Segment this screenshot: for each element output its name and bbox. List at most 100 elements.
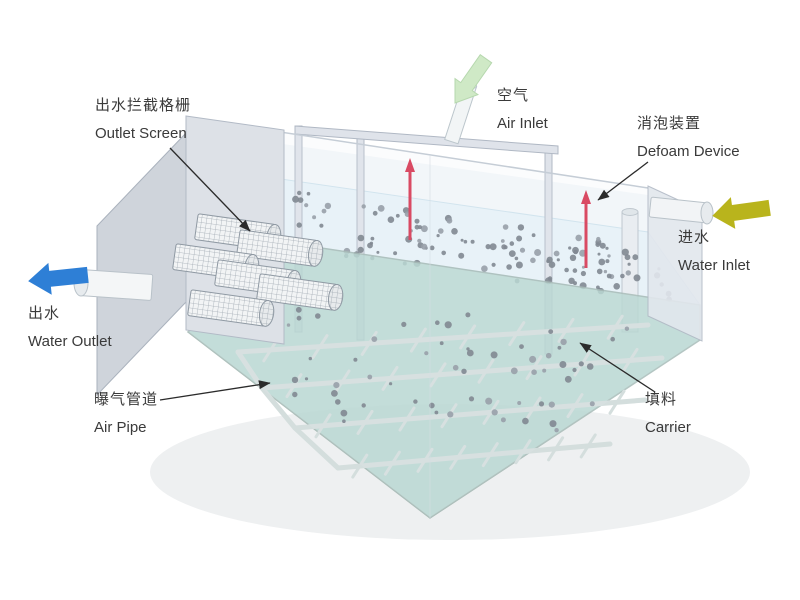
label-air-inlet: 空气 Air Inlet (497, 84, 548, 132)
label-defoam-device-en: Defoam Device (637, 143, 740, 160)
air-pipe-branch (360, 330, 378, 356)
air-pipe-branch (621, 347, 639, 373)
carrier-dot (575, 234, 582, 242)
carrier-dot (573, 281, 577, 286)
carrier-dot (605, 246, 609, 250)
carrier-dot (292, 391, 298, 398)
carrier-dot (460, 238, 464, 242)
air-pipe-branch (566, 393, 584, 419)
label-air-pipe: 曝气管道 Air Pipe (94, 388, 158, 436)
carrier-dot (421, 243, 428, 250)
screen-cylinder (187, 289, 275, 327)
carrier-dot (371, 336, 378, 342)
air-pipe-main (335, 441, 613, 471)
carrier-dot (596, 285, 600, 290)
air-pipe-branch (314, 413, 332, 439)
outlet-screens (172, 213, 344, 327)
carrier-dot (319, 223, 324, 228)
carrier-dot (627, 262, 631, 266)
air-pipe-branch (514, 439, 532, 465)
carrier-dot (491, 409, 498, 416)
carrier-dot (529, 355, 537, 363)
label-water-outlet-en: Water Outlet (28, 333, 112, 350)
carrier-dot (534, 249, 542, 256)
label-air-pipe-zh: 曝气管道 (94, 391, 159, 408)
defoam-arrow-head (581, 190, 591, 204)
carrier-dot (624, 254, 631, 261)
carrier-dot (607, 254, 611, 258)
carrier-dot (595, 242, 601, 248)
label-water-outlet-zh: 出水 (28, 305, 61, 322)
carrier-dot (531, 369, 537, 376)
carrier-dot (308, 356, 312, 361)
carrier-dot (361, 204, 366, 209)
carrier-dot (490, 351, 498, 359)
water-inlet-arrow (712, 197, 771, 229)
carrier-dot (559, 361, 567, 368)
carrier-dot (424, 351, 429, 356)
air-pipe-branch (449, 444, 467, 470)
air-pipe-branch (381, 365, 399, 391)
carrier-dot (481, 265, 488, 273)
carrier-dot (522, 417, 529, 425)
carrier-dot (438, 228, 444, 234)
carrier-dot (624, 326, 630, 331)
air-pipe-branch (557, 317, 575, 343)
label-carrier: 填料 Carrier (645, 388, 691, 436)
air-pipe-branch (481, 442, 499, 468)
carrier-dot (401, 321, 407, 327)
screen-mesh (187, 289, 269, 327)
carrier-dot (572, 268, 578, 273)
carrier-dot (331, 390, 338, 397)
air-pipe-branch (606, 314, 624, 340)
carrier-dot (548, 261, 556, 269)
carrier-dot (603, 269, 608, 274)
air-pipe-branch (524, 396, 542, 422)
carrier-dot (489, 243, 497, 251)
leader-outlet-screen (169, 147, 251, 232)
carrier-dot (466, 349, 474, 357)
carrier-dot (491, 262, 496, 267)
carrier-dot (502, 224, 509, 230)
carrier-dot (556, 258, 560, 262)
carrier-dot (509, 241, 515, 246)
air-inlet-arrow (454, 54, 493, 104)
carrier-dot (292, 195, 300, 203)
carrier-dot (340, 409, 348, 417)
chamber-left-wall (96, 131, 187, 397)
carrier-dot (548, 401, 555, 408)
carrier-dot (620, 273, 625, 279)
carrier-dot (353, 357, 358, 362)
air-pipe-grid (235, 314, 665, 479)
carrier-dot (441, 250, 447, 256)
leader-air-pipe (159, 380, 271, 401)
air-pipe-branch (383, 450, 401, 476)
carrier-dot (296, 315, 302, 321)
carrier-dot (545, 352, 552, 359)
carrier-dot (597, 252, 601, 256)
front-glass-wall (188, 118, 702, 518)
carrier-dot (377, 205, 385, 212)
carrier-dot (606, 273, 612, 279)
carrier-dot (451, 228, 458, 235)
defoam-arrow-head (405, 158, 415, 172)
air-pipe-branch (547, 436, 565, 462)
label-carrier-zh: 填料 (645, 391, 678, 408)
carrier-dot (465, 312, 471, 318)
carrier-dot (516, 235, 523, 242)
carrier-dot (549, 420, 557, 428)
carrier-dot (297, 190, 302, 196)
carrier-dot (395, 213, 400, 218)
carrier-dot (485, 244, 491, 250)
carrier-dot (613, 283, 620, 290)
carrier-dot (367, 242, 373, 249)
tank-back-wall (232, 138, 648, 232)
air-pipe-branch (608, 389, 626, 415)
carrier-dot (515, 261, 523, 269)
carrier-dot (568, 246, 572, 250)
carrier-dot (538, 401, 545, 407)
carrier-dot (581, 265, 585, 269)
air-pipe-branch (333, 369, 351, 395)
carrier-dot (621, 248, 629, 256)
